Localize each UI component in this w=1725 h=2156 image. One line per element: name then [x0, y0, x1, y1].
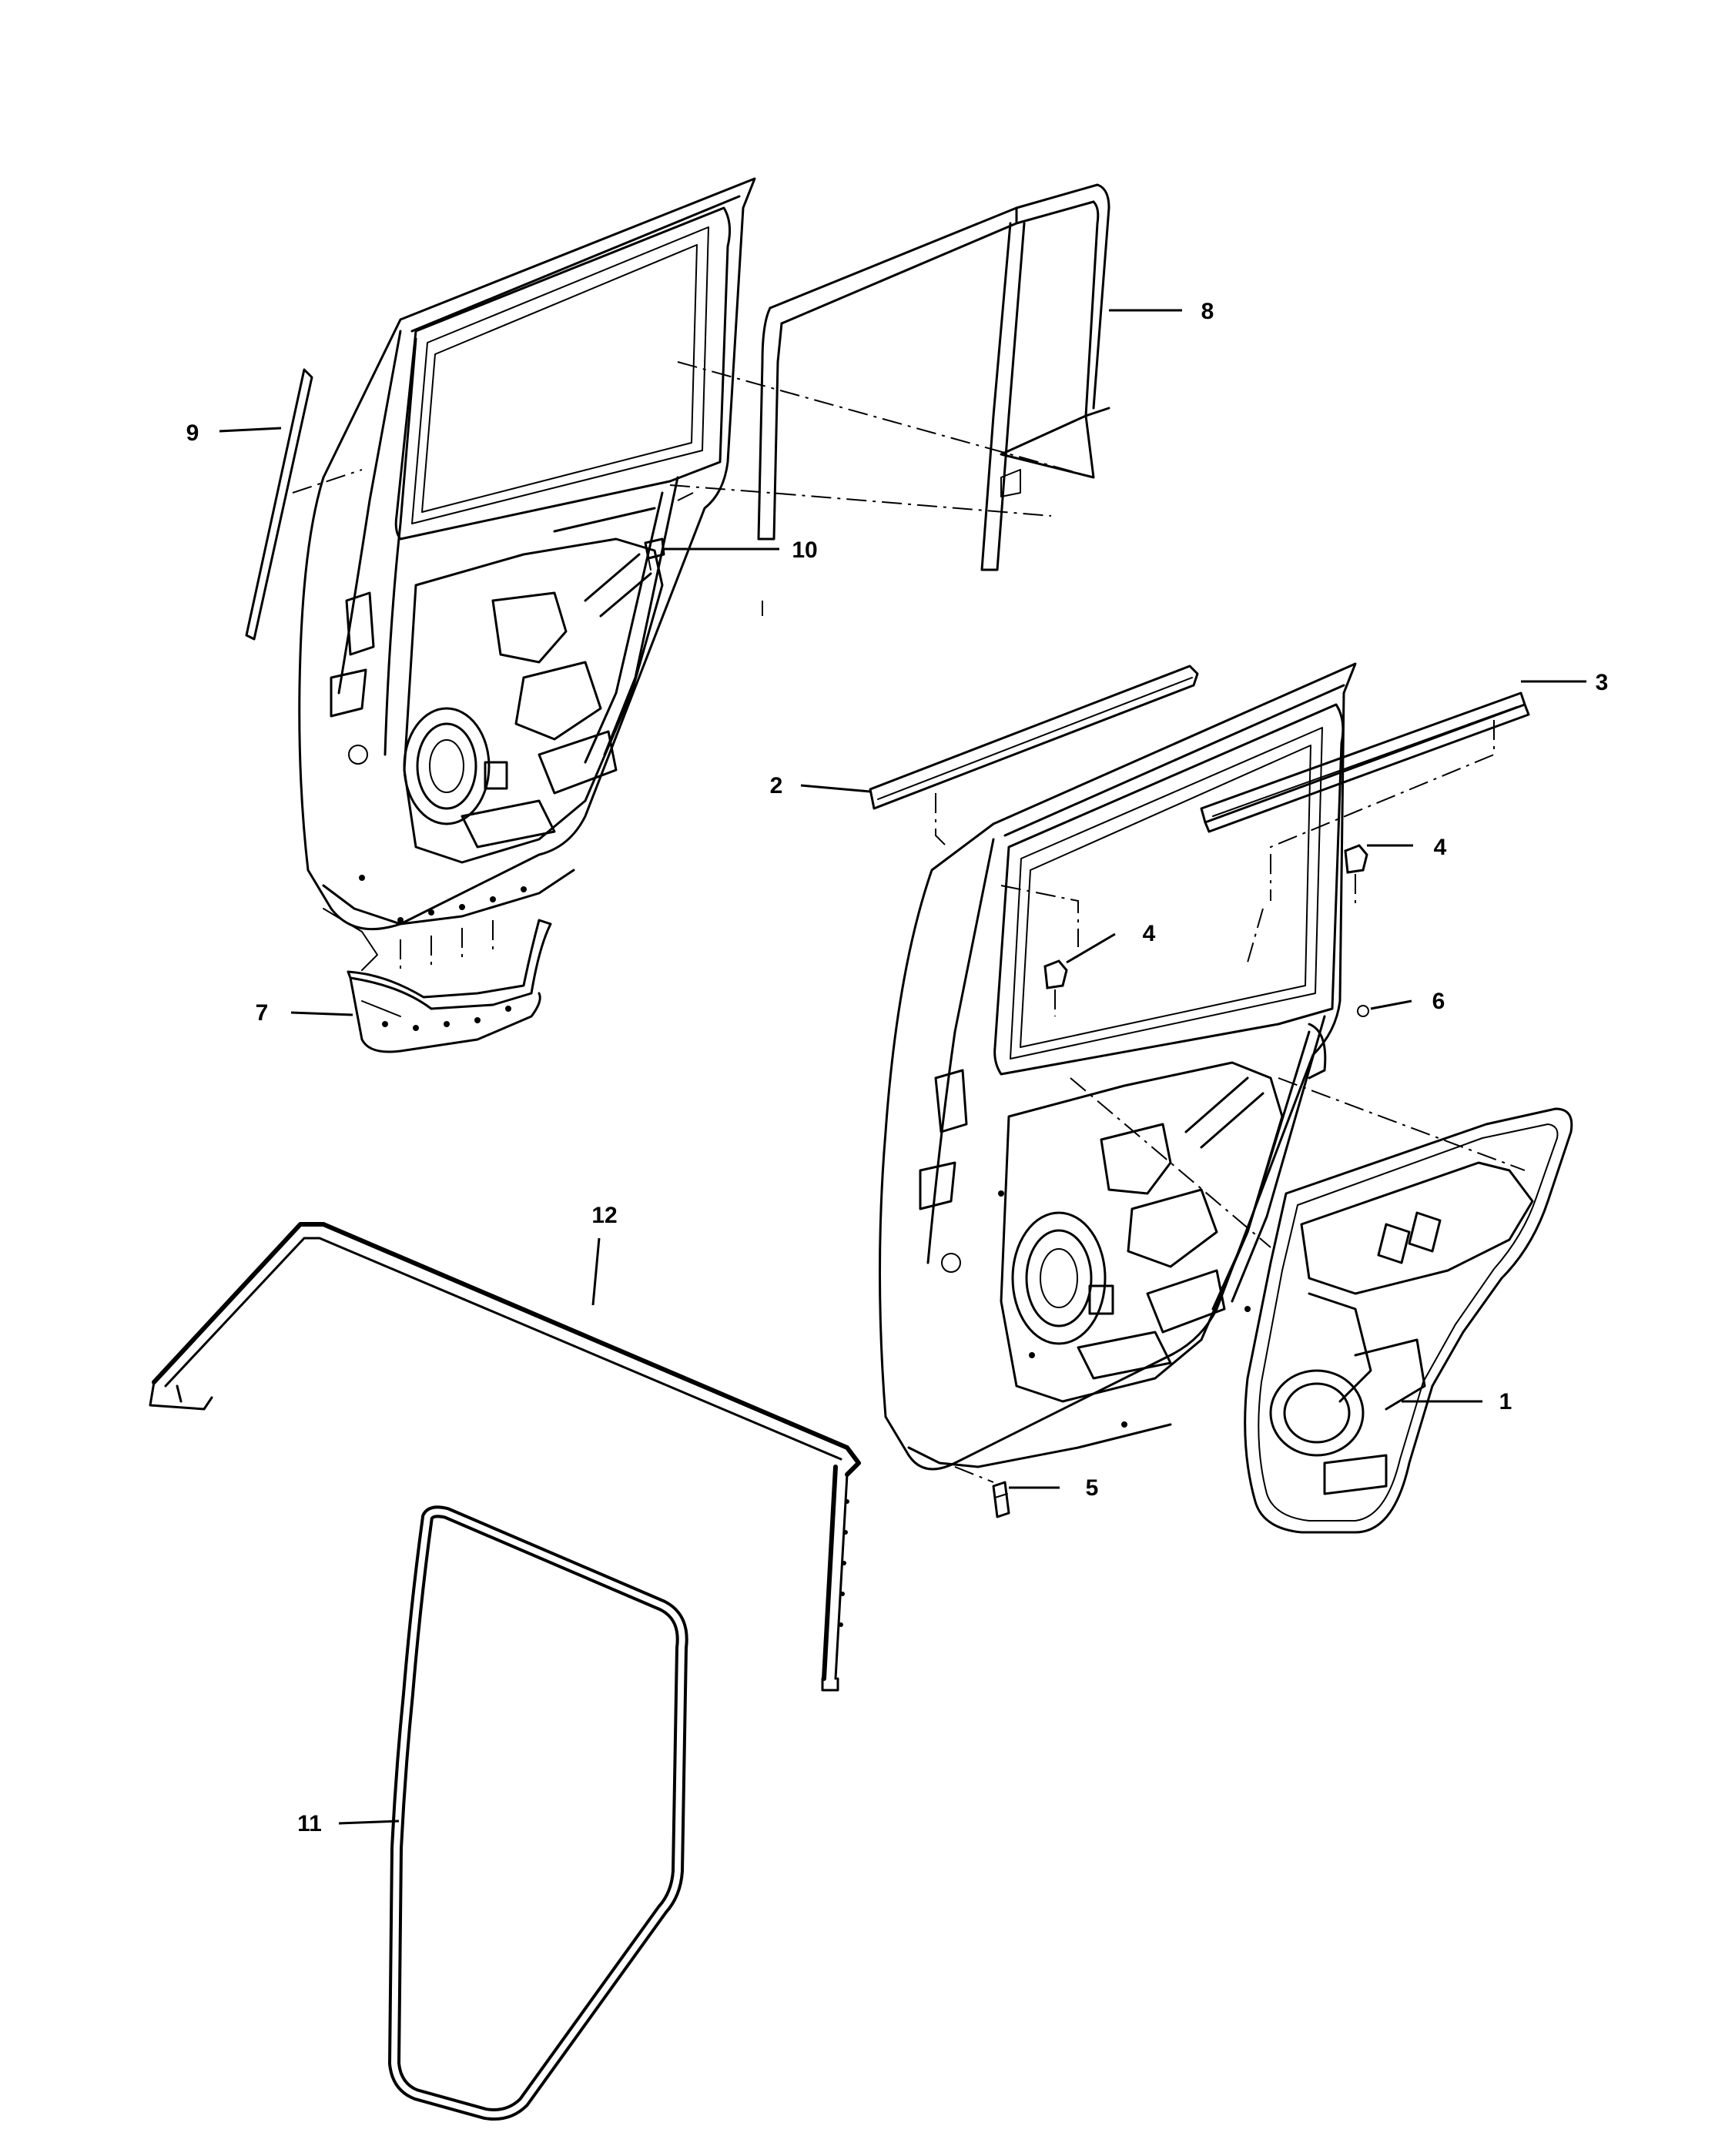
part-1-trim-panel [1070, 1077, 1573, 1534]
callout-11: 11 [297, 1811, 322, 1836]
callout-10: 10 [792, 537, 817, 563]
part-4-bumpers [1043, 844, 1368, 1016]
part-2-belt-weatherstrip [869, 665, 1199, 947]
callout-5: 5 [1086, 1475, 1099, 1501]
part-10-clip [644, 537, 665, 571]
callout-2: 2 [770, 773, 783, 798]
part-12-frame-weatherstrip [149, 1222, 861, 1692]
left-door-shell [298, 177, 756, 971]
part-11-door-seal [388, 1505, 688, 2121]
callout-3: 3 [1596, 670, 1609, 695]
callout-8: 8 [1201, 299, 1214, 324]
callout-labels: 1 2 3 4 4 5 6 7 8 9 10 11 12 [186, 299, 1609, 1836]
callout-4-lower: 4 [1143, 921, 1156, 946]
part-7-lower-seal [347, 919, 552, 1053]
part-5-plug [954, 1466, 1010, 1518]
part-8-glass-run-channel [669, 183, 1110, 616]
part-9-strip [245, 368, 363, 641]
callout-7: 7 [256, 1000, 269, 1026]
callout-9: 9 [186, 420, 199, 446]
callout-6: 6 [1432, 989, 1445, 1014]
leader-lines [219, 309, 1586, 1825]
part-3-inner-belt-strip [1200, 691, 1530, 963]
callout-4-upper: 4 [1434, 835, 1447, 860]
right-door-shell [879, 662, 1357, 1471]
callout-12: 12 [591, 1203, 617, 1228]
callout-1: 1 [1499, 1389, 1512, 1414]
part-6-pin [1357, 1005, 1369, 1017]
